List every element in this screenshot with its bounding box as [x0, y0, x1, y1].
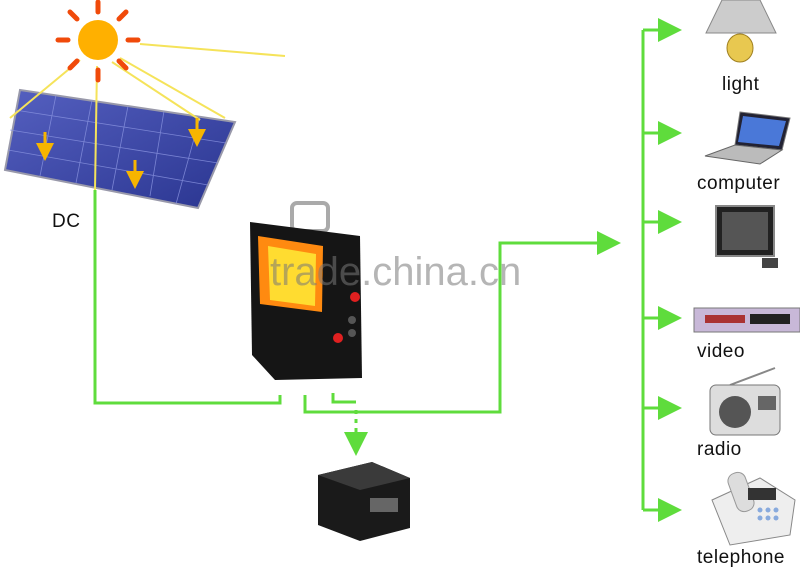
radio-label: radio	[697, 439, 742, 460]
solar-panel-icon	[3, 88, 237, 210]
light-label: light	[722, 74, 760, 95]
video-label: video	[697, 341, 745, 362]
light-arrows	[36, 118, 206, 189]
battery-icon	[318, 462, 410, 541]
wiring	[93, 18, 682, 522]
lamp-icon	[705, 0, 777, 63]
telephone-icon	[711, 471, 796, 546]
computer-label: computer	[697, 173, 781, 194]
sun-icon	[55, 0, 141, 83]
solar-generator-box-icon	[250, 201, 362, 380]
telephone-label: telephone	[697, 547, 785, 568]
laptop-icon	[704, 111, 791, 165]
watermark: trade.china.cn	[270, 250, 522, 294]
dc-label: DC	[52, 211, 81, 232]
video-player-icon	[693, 307, 800, 333]
radio-icon	[709, 367, 781, 436]
monitor-icon	[715, 205, 778, 268]
